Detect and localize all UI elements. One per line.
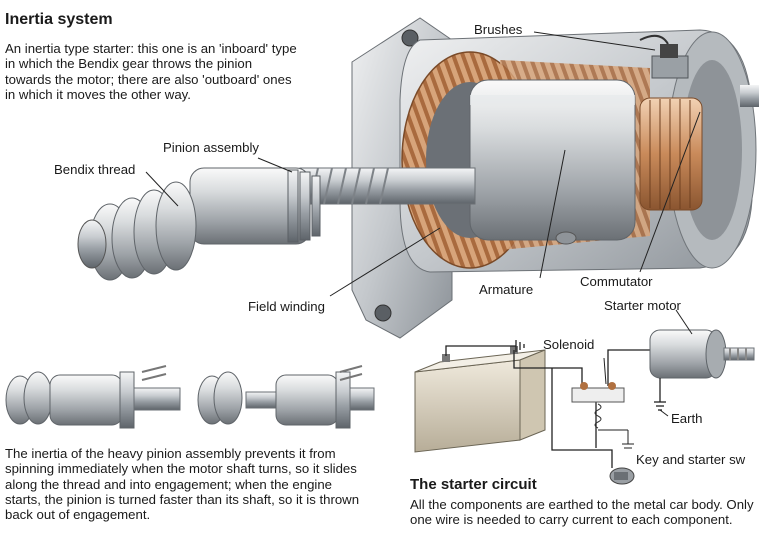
brush-holder xyxy=(651,55,689,79)
engagement-sequence xyxy=(5,365,375,429)
label-earth: Earth xyxy=(671,411,703,426)
upper-leader-lines xyxy=(145,31,701,297)
label-armature: Armature xyxy=(479,282,534,297)
bendix-thread-coil xyxy=(89,181,197,281)
battery xyxy=(414,346,546,453)
starter-circuit-title: The starter circuit xyxy=(410,476,537,493)
circuit-wires xyxy=(445,345,660,468)
label-key-starter-switch: Key and starter sw xyxy=(636,452,746,467)
label-field-winding: Field winding xyxy=(248,299,325,314)
battery-earth-symbol xyxy=(515,340,525,352)
pinion-gear xyxy=(287,169,321,243)
inertia-system-title: Inertia system xyxy=(5,11,113,28)
inertia-explanation-text: The inertia of the heavy pinion assembly… xyxy=(5,446,360,523)
inertia-intro-text: An inertia type starter: this one is an … xyxy=(5,41,297,102)
terminal-stud xyxy=(555,231,577,245)
starter-motor-cutaway xyxy=(351,17,759,339)
starter-circuit-diagram xyxy=(414,309,755,485)
rear-shaft xyxy=(740,85,759,107)
bendix-drive xyxy=(77,167,476,281)
shaft-end xyxy=(77,219,107,269)
flange-bolt-hole xyxy=(401,29,419,47)
starter-circuit-description: All the components are earthed to the me… xyxy=(410,497,754,528)
pinion-engaged-drawing xyxy=(197,365,375,429)
label-commutator: Commutator xyxy=(580,274,653,289)
flange-bolt-hole xyxy=(374,304,392,322)
motor-earth-symbol xyxy=(654,378,666,411)
label-starter-motor: Starter motor xyxy=(604,298,681,313)
label-bendix-thread: Bendix thread xyxy=(54,162,136,177)
label-brushes: Brushes xyxy=(474,22,523,37)
solenoid xyxy=(571,382,634,449)
label-pinion-assembly: Pinion assembly xyxy=(163,140,260,155)
key-switch xyxy=(609,467,635,485)
small-starter-motor xyxy=(649,329,755,379)
label-solenoid: Solenoid xyxy=(543,337,595,352)
commutator xyxy=(639,97,703,211)
pinion-disengaged-drawing xyxy=(5,365,181,429)
armature-core xyxy=(469,79,636,241)
